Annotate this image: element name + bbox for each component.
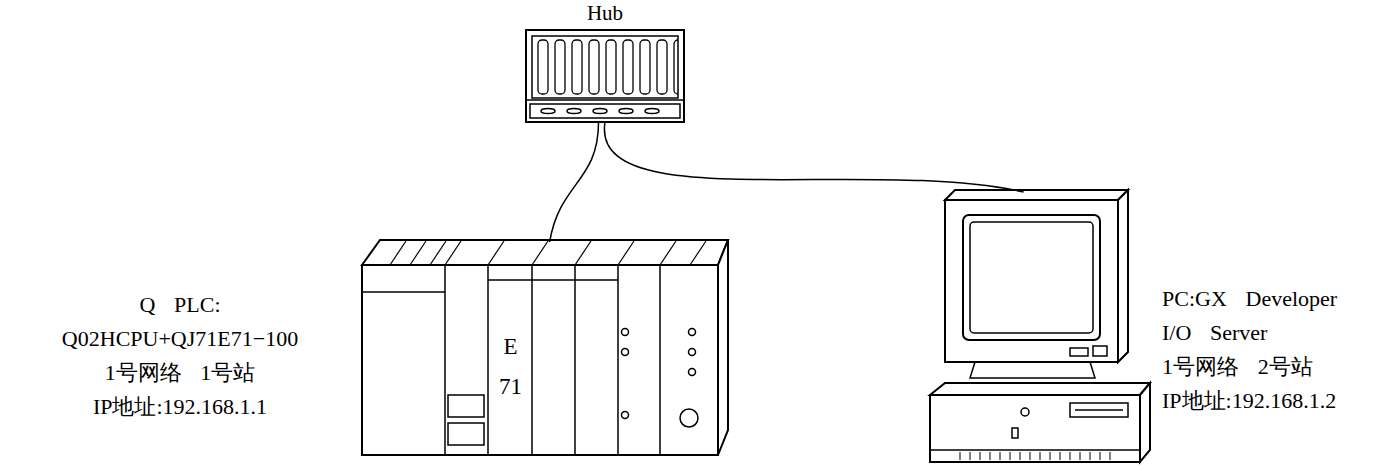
- node-text: 1号网络 2号站: [1162, 350, 1337, 384]
- hub-node: Hub: [524, 0, 686, 122]
- node-text: Q02HCPU+QJ71E71−100: [0, 322, 360, 356]
- plc-rack: [362, 240, 728, 455]
- network-cable: [604, 122, 1023, 192]
- hub-device: [526, 30, 684, 122]
- node-text: 1号网络 1号站: [0, 356, 360, 390]
- node-text: I/O Server: [1162, 316, 1337, 350]
- node-text: E71: [499, 327, 522, 407]
- pc-node: PC:GX DeveloperI/O Server1号网络 2号站IP地址:19…: [930, 190, 1398, 465]
- node-text: Hub: [524, 0, 686, 26]
- node-text: PC:GX Developer: [1162, 282, 1337, 316]
- plc-node: E71 Q PLC:Q02HCPU+QJ71E71−1001号网络 1号站IP地址…: [0, 240, 728, 462]
- pc-computer: [930, 190, 1150, 462]
- network-cable: [550, 122, 599, 242]
- node-text: Q PLC:: [0, 288, 360, 322]
- node-text: IP地址:192.168.1.1: [0, 390, 360, 424]
- node-text: IP地址:192.168.1.2: [1162, 384, 1337, 418]
